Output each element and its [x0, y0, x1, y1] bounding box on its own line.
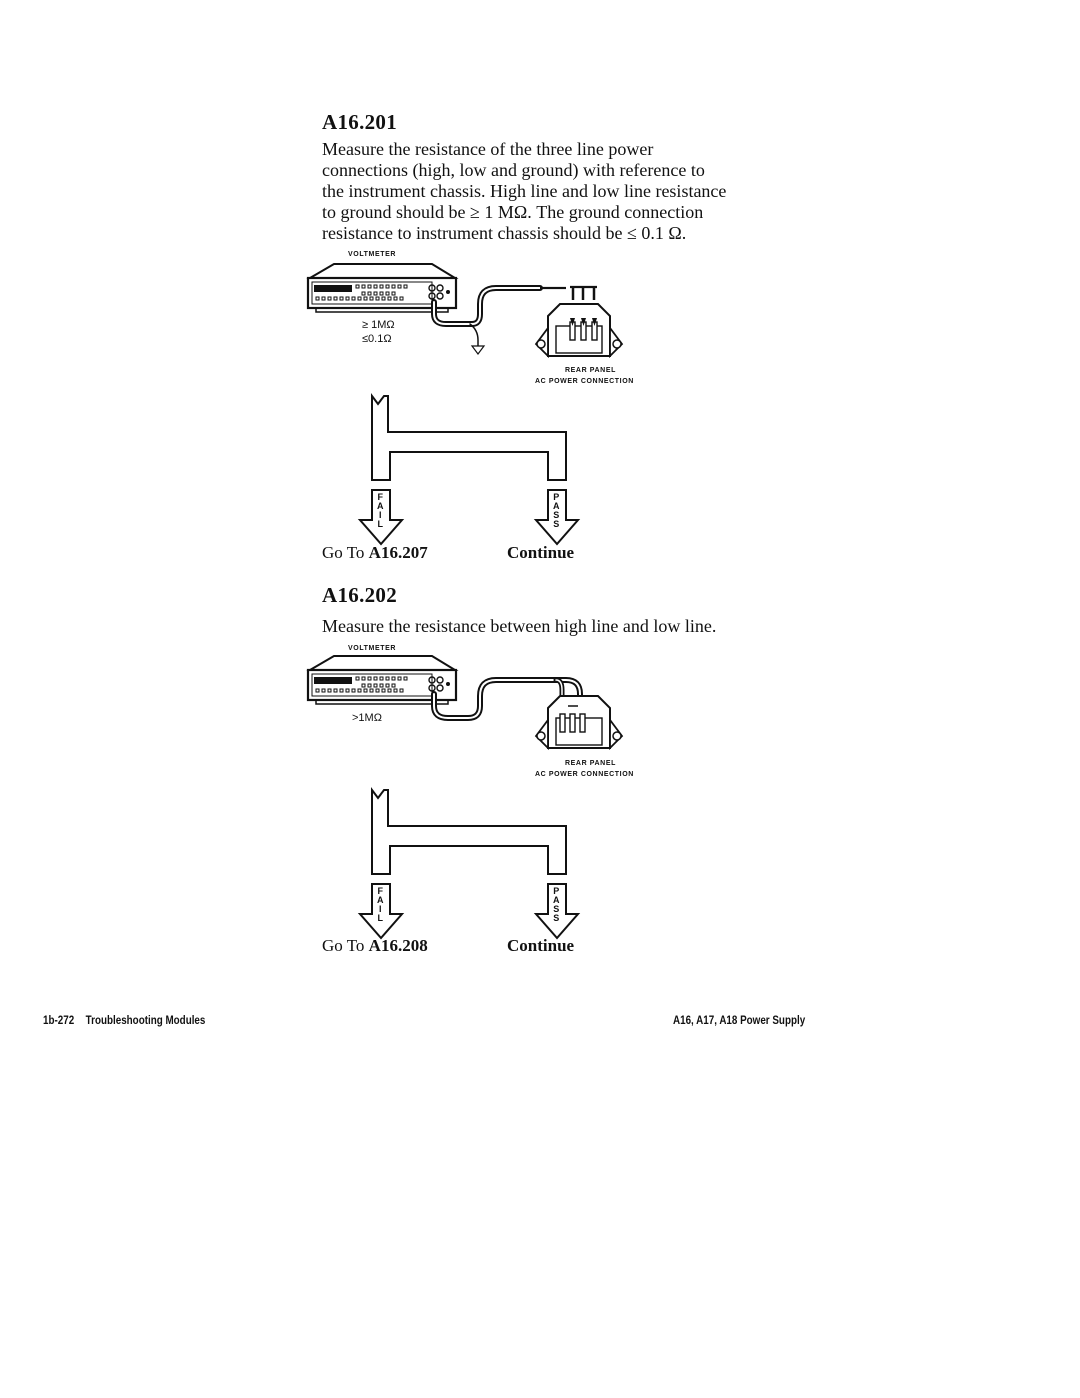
goto-prefix: Go To: [322, 543, 369, 562]
continue-label[interactable]: Continue: [507, 543, 575, 562]
page-number: 1b-272: [43, 1013, 75, 1027]
reading-min-resistance: ≥ 1MΩ: [362, 319, 395, 331]
chapter-title: A16, A17, A18 Power Supply: [672, 1013, 805, 1027]
decision-arrows: [357, 393, 581, 546]
footer-left: 1b-272 Troubleshooting Modules: [43, 1013, 205, 1027]
voltmeter-icon: [306, 263, 459, 313]
footer-right: A16, A17, A18 Power Supply: [673, 1013, 805, 1027]
pass-arrow-text: P A S S: [553, 492, 561, 529]
instruction-line: to ground should be ≥ 1 MΩ. The ground c…: [322, 202, 704, 222]
probe-cable: [431, 677, 583, 721]
voltmeter-label: VOLTMETER: [348, 251, 397, 258]
instruction-line: connections (high, low and ground) with …: [322, 160, 705, 180]
step-instructions: Measure the resistance between high line…: [322, 616, 802, 637]
fail-goto[interactable]: Go To A16.208: [322, 936, 428, 956]
step-instructions: Measure the resistance of the three line…: [322, 139, 802, 244]
section-title: Troubleshooting Modules: [85, 1013, 206, 1027]
rear-panel-label: REAR PANEL: [565, 367, 616, 374]
reading-min-resistance: >1MΩ: [352, 712, 382, 724]
decision-arrows: [357, 787, 581, 940]
rear-panel-label: REAR PANEL: [565, 760, 616, 767]
instruction-line: resistance to instrument chassis should …: [322, 223, 687, 243]
ac-power-connection-label: AC POWER CONNECTION: [535, 771, 634, 778]
instruction-line: the instrument chassis. High line and lo…: [322, 181, 727, 201]
pass-arrow-text: P A S S: [553, 886, 561, 923]
ac-power-connection-label: AC POWER CONNECTION: [535, 378, 634, 385]
reading-max-resistance: ≤0.1Ω: [362, 333, 392, 345]
probe-cable: [431, 285, 543, 355]
goto-prefix: Go To: [322, 936, 369, 955]
continue-label[interactable]: Continue: [507, 936, 575, 955]
fail-arrow-text: F A I L: [377, 492, 385, 529]
ac-connector-icon: [534, 303, 624, 359]
instruction-line: Measure the resistance of the three line…: [322, 139, 654, 159]
step-heading: A16.201: [322, 110, 398, 134]
voltmeter-label: VOLTMETER: [348, 645, 397, 652]
fail-goto[interactable]: Go To A16.207: [322, 543, 428, 563]
instruction-line: Measure the resistance between high line…: [322, 616, 717, 636]
goto-reference-link[interactable]: A16.208: [368, 936, 428, 955]
goto-reference-link[interactable]: A16.207: [368, 543, 428, 562]
fail-arrow-text: F A I L: [377, 886, 385, 923]
step-heading: A16.202: [322, 583, 398, 607]
voltmeter-icon: [306, 655, 459, 705]
ac-connector-icon: [534, 695, 624, 751]
